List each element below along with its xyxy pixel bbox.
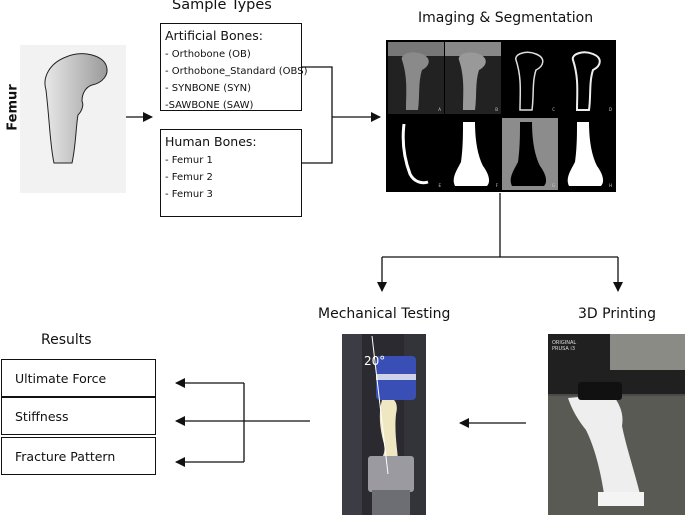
3d-printing-photo: ORIGINAL PRUSA i3 xyxy=(548,334,685,515)
mechanical-testing-photo: 20° xyxy=(342,334,426,515)
panel-letter: G xyxy=(551,183,555,188)
imaging-panel: A B C D E F G H xyxy=(386,40,616,192)
femur-label: Femur xyxy=(5,84,21,131)
ct-scan-image-a: A xyxy=(388,42,444,114)
result-ultimate-force: Ultimate Force xyxy=(1,359,156,397)
segmentation-image-g: G xyxy=(502,118,558,190)
femur-illustration-panel xyxy=(20,45,126,193)
artificial-bones-title: Artificial Bones: xyxy=(165,28,263,43)
artificial-bone-item: - Orthobone (OB) xyxy=(165,49,251,60)
sample-types-heading: Sample Types xyxy=(172,0,272,13)
panel-letter: A xyxy=(438,107,441,112)
printer-brand-text: ORIGINAL PRUSA i3 xyxy=(552,340,577,352)
human-bone-item: - Femur 3 xyxy=(165,189,213,200)
panel-letter: F xyxy=(495,183,498,188)
artificial-bone-item: - Orthobone_Standard (OBS) xyxy=(165,66,308,77)
panel-letter: D xyxy=(608,107,612,112)
panel-letter: B xyxy=(495,107,498,112)
human-bone-item: - Femur 1 xyxy=(165,155,213,166)
mechanical-testing-heading: Mechanical Testing xyxy=(318,306,451,322)
panel-letter: E xyxy=(438,183,441,188)
artificial-bone-item: - SYNBONE (SYN) xyxy=(165,83,251,94)
artificial-bones-box: Artificial Bones: - Orthobone (OB) - Ort… xyxy=(160,23,308,111)
artificial-bone-item: -SAWBONE (SAW) xyxy=(165,100,254,111)
segmentation-image-e: E xyxy=(388,118,444,190)
3d-printing-heading: 3D Printing xyxy=(578,306,656,322)
segmentation-image-h: H xyxy=(559,118,615,190)
result-stiffness: Stiffness xyxy=(1,397,156,435)
femur-bone-icon xyxy=(44,53,108,164)
segmentation-image-f: F xyxy=(445,118,501,190)
angle-label: 20° xyxy=(364,354,386,368)
results-heading: Results xyxy=(41,332,92,348)
panel-letter: C xyxy=(552,107,555,112)
human-bone-item: - Femur 2 xyxy=(165,172,213,183)
ct-scan-image-c: C xyxy=(502,42,558,114)
human-bones-box: Human Bones: - Femur 1 - Femur 2 - Femur… xyxy=(160,129,302,217)
ct-scan-image-d: D xyxy=(559,42,615,114)
panel-letter: H xyxy=(608,183,612,188)
imaging-heading: Imaging & Segmentation xyxy=(418,10,594,26)
ct-scan-image-b: B xyxy=(445,42,501,114)
result-fracture-pattern: Fracture Pattern xyxy=(1,437,156,475)
bracket-samples xyxy=(302,66,333,164)
human-bones-title: Human Bones: xyxy=(165,134,257,149)
results-table: Ultimate Force Stiffness Fracture Patter… xyxy=(1,359,156,477)
